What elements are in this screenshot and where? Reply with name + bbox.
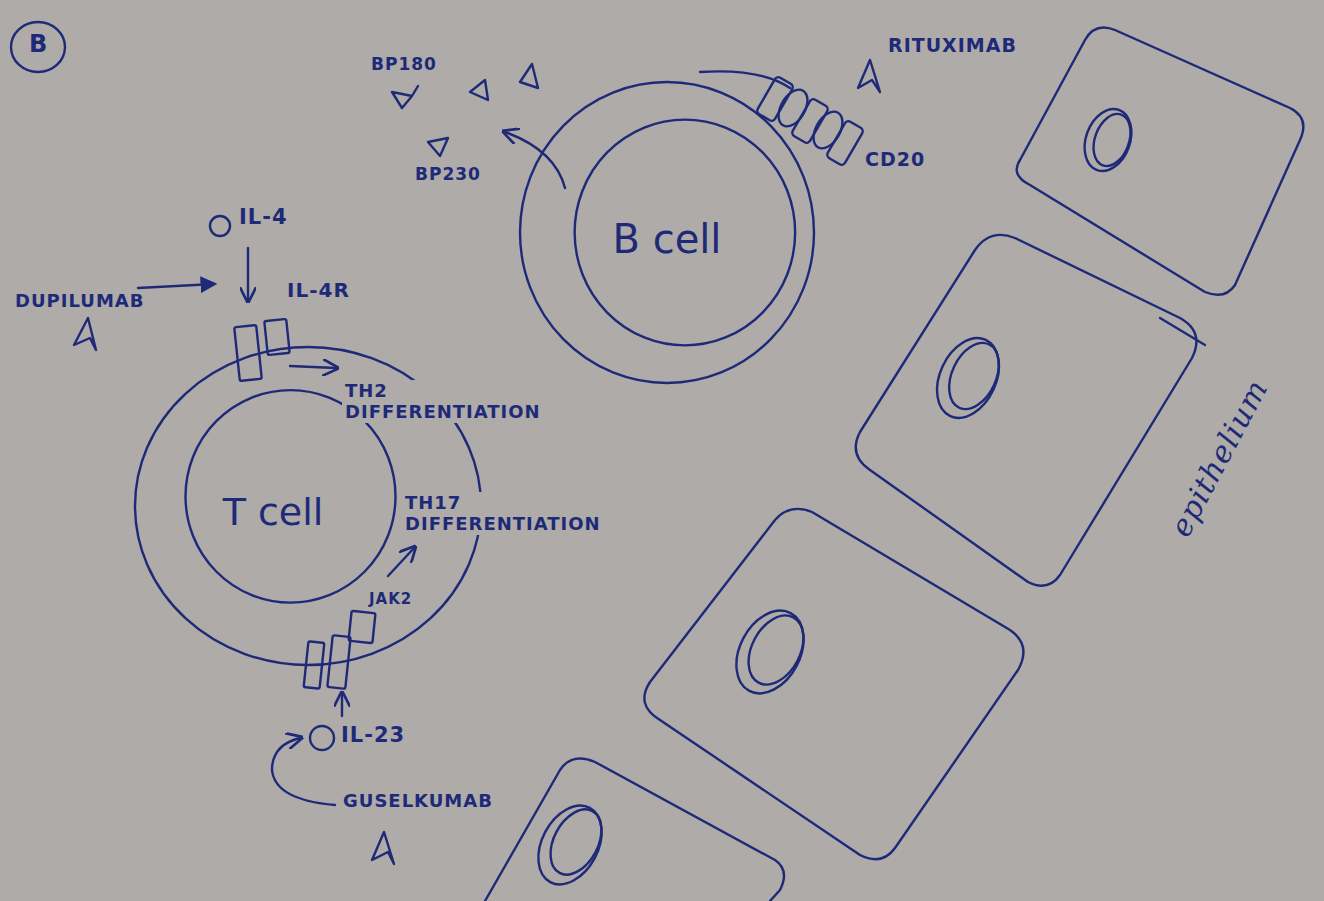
il23-receptor	[304, 611, 376, 689]
antigen-label: BP230	[412, 164, 484, 186]
cell-circle: B cell	[518, 80, 816, 385]
antibody-symbol	[392, 64, 538, 156]
ligand-circle	[310, 726, 334, 750]
cytokine-label: IL-23	[338, 722, 408, 748]
cell-label: T cell	[223, 490, 324, 534]
antibody-symbol	[74, 318, 96, 350]
drug-label: DUPILUMAB	[12, 290, 147, 313]
arrow	[341, 694, 343, 716]
arrow	[388, 548, 414, 576]
kinase-label: JAK2	[366, 590, 415, 609]
tissue-label: epithelium	[1161, 371, 1277, 546]
drug-label: GUSELKUMAB	[340, 790, 496, 813]
arrow	[505, 132, 565, 188]
receptor-label: CD20	[862, 148, 928, 172]
arrow	[138, 284, 214, 288]
cell-label: B cell	[613, 216, 722, 262]
antibody-symbol	[372, 832, 394, 864]
cd20-receptor	[700, 71, 864, 166]
antibody-symbol	[858, 60, 880, 92]
drug-label: RITUXIMAB	[885, 34, 1020, 58]
arrow	[247, 248, 249, 300]
process-label: TH2 DIFFERENTIATION	[342, 380, 544, 423]
epithelium-cells	[485, 28, 1303, 901]
arrow	[272, 738, 335, 805]
antigen-label: BP180	[368, 54, 440, 76]
circle-mark	[11, 22, 65, 72]
receptor-label: IL-4R	[284, 278, 353, 303]
cytokine-label: IL-4	[236, 204, 291, 230]
panel-letter: B	[26, 30, 51, 60]
process-label: TH17 DIFFERENTIATION	[402, 492, 604, 535]
ligand-circle	[210, 216, 230, 236]
arrow	[290, 366, 336, 368]
